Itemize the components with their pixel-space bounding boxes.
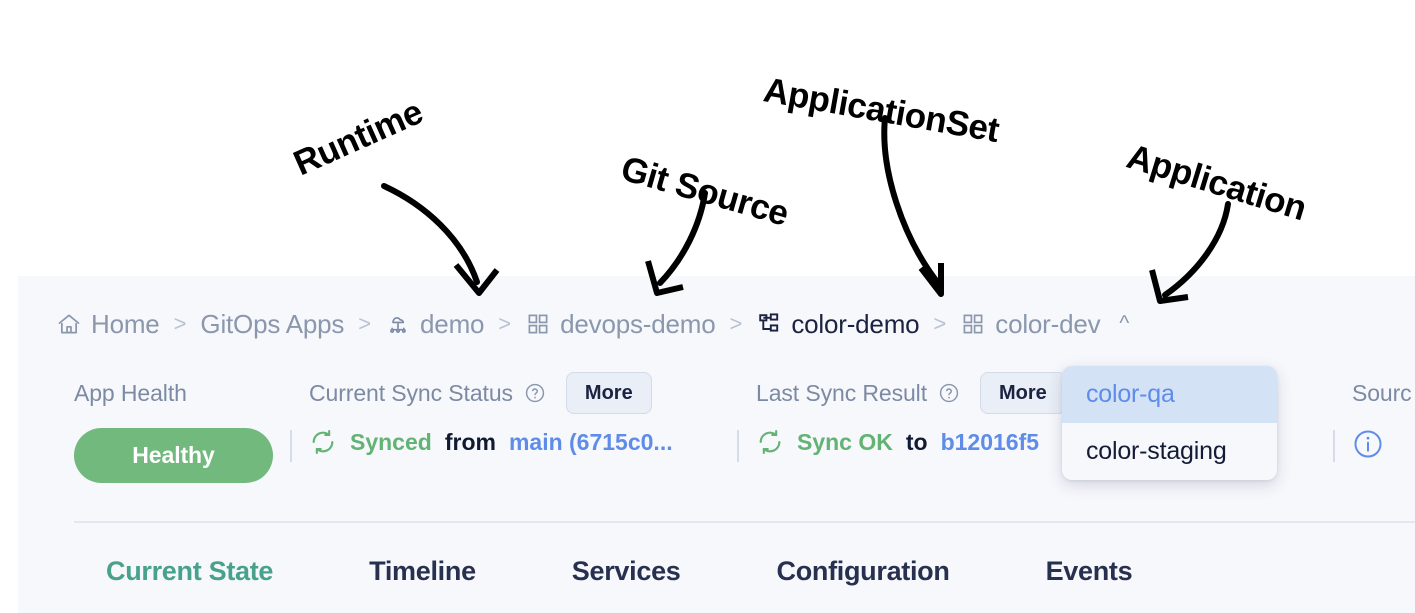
breadcrumb: Home > GitOps Apps > demo > — [56, 304, 1129, 344]
last-sync-title: Last Sync Result — [756, 379, 927, 406]
source-body — [1352, 428, 1384, 460]
breadcrumb-item-gitops-apps[interactable]: GitOps Apps — [200, 309, 344, 340]
dropdown-item-color-qa[interactable]: color-qa — [1062, 366, 1277, 423]
breadcrumb-label: color-demo — [791, 308, 920, 339]
annotation-applicationset: ApplicationSet — [760, 70, 1002, 151]
last-sync-revision-link[interactable]: b12016f5 — [940, 428, 1040, 455]
current-sync-header: Current Sync Status More — [309, 372, 652, 414]
tab-services[interactable]: Services — [571, 556, 681, 586]
tab-events[interactable]: Events — [1045, 556, 1133, 586]
app-health-title: App Health — [74, 379, 187, 406]
home-icon — [56, 311, 82, 337]
breadcrumb-label: Home — [91, 308, 160, 339]
status-column-current-sync: Current Sync Status More — [309, 372, 673, 455]
breadcrumb-separator: > — [729, 311, 743, 336]
annotation-runtime: Runtime — [287, 92, 429, 184]
status-strip: App Health Healthy Current Sync Status — [56, 372, 1415, 512]
breadcrumb-item-color-dev[interactable]: color-dev ^ — [960, 309, 1129, 340]
status-column-last-sync: Last Sync Result More — [756, 372, 1066, 455]
last-sync-state: Sync OK — [797, 428, 893, 455]
grid-icon — [525, 311, 551, 337]
last-sync-more-button[interactable]: More — [979, 372, 1066, 414]
sync-icon — [756, 428, 784, 456]
grid-icon — [960, 311, 986, 337]
application-switcher-dropdown: color-qa color-staging — [1062, 366, 1277, 480]
source-title: Sourc — [1352, 379, 1412, 406]
breadcrumb-separator: > — [173, 311, 187, 336]
tab-current-state[interactable]: Current State — [106, 556, 274, 586]
dropdown-item-color-staging[interactable]: color-staging — [1086, 437, 1227, 465]
chevron-up-icon[interactable]: ^ — [1119, 312, 1130, 335]
last-sync-body: Sync OK to b12016f5 — [756, 428, 1039, 456]
app-health-header: App Health — [74, 372, 187, 414]
appset-icon — [756, 311, 782, 337]
help-icon[interactable] — [524, 382, 546, 404]
breadcrumb-item-color-demo[interactable]: color-demo — [756, 308, 920, 340]
current-sync-connector: from — [444, 428, 496, 455]
app-health-body: Healthy — [74, 428, 273, 483]
last-sync-connector: to — [905, 428, 928, 455]
breadcrumb-item-demo[interactable]: demo — [385, 309, 484, 340]
status-column-source: Sourc — [1352, 372, 1412, 458]
tab-configuration[interactable]: Configuration — [776, 556, 950, 586]
runtime-icon — [385, 311, 411, 337]
section-divider — [74, 521, 1415, 523]
breadcrumb-label: GitOps Apps — [200, 308, 345, 339]
current-sync-body: Synced from main (6715c0... — [309, 428, 673, 456]
column-divider — [290, 430, 292, 462]
breadcrumb-item-devops-demo[interactable]: devops-demo — [525, 308, 716, 340]
breadcrumb-label: devops-demo — [560, 308, 716, 339]
column-divider — [1333, 430, 1335, 462]
status-badge: Healthy — [74, 428, 273, 483]
sync-icon — [309, 428, 337, 456]
last-sync-header: Last Sync Result More — [756, 372, 1066, 414]
breadcrumb-separator: > — [933, 311, 947, 336]
breadcrumb-separator: > — [358, 311, 372, 336]
breadcrumb-label: color-dev — [995, 308, 1101, 339]
breadcrumb-separator: > — [498, 311, 512, 336]
breadcrumb-item-home[interactable]: Home — [56, 309, 160, 340]
tab-timeline[interactable]: Timeline — [369, 556, 476, 586]
annotation-application: Application — [1122, 136, 1311, 229]
current-sync-more-button[interactable]: More — [565, 372, 652, 414]
current-sync-title: Current Sync Status — [309, 379, 513, 406]
current-sync-revision-link[interactable]: main (6715c0... — [508, 428, 673, 455]
source-header: Sourc — [1352, 372, 1412, 414]
current-sync-state: Synced — [350, 428, 432, 455]
column-divider — [737, 430, 739, 462]
status-column-app-health: App Health Healthy — [74, 372, 273, 483]
breadcrumb-label: demo — [420, 308, 485, 339]
help-icon[interactable] — [938, 382, 960, 404]
tab-bar: Current State Timeline Services Configur… — [106, 556, 1228, 587]
info-icon[interactable] — [1352, 428, 1384, 460]
annotation-git-source: Git Source — [616, 148, 793, 234]
